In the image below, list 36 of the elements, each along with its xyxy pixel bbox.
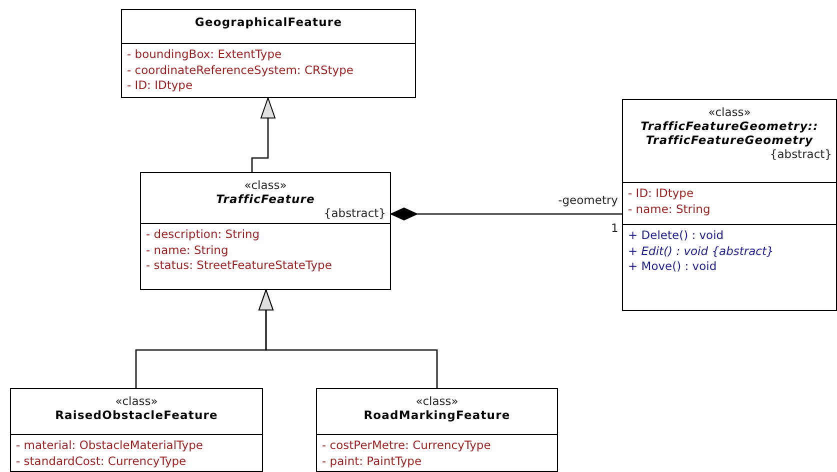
stereotype-label: «class» [414, 394, 460, 408]
composition-line [390, 208, 622, 220]
attribute-text: - standardCost: CurrencyType [16, 454, 188, 469]
attribute-text: - name: String [146, 242, 230, 258]
operation-text: + Delete() : void [628, 228, 725, 244]
generalization-arrow [251, 98, 276, 172]
constraint-label: {abstract} [322, 206, 386, 220]
stereotype-label: «class» [114, 394, 159, 408]
multiplicity-label: 1 [611, 221, 618, 235]
class-name: RaisedObstacleFeature [54, 408, 219, 422]
attribute-text: - costPerMetre: CurrencyType [322, 438, 492, 454]
attribute-text: - paint: PaintType [322, 454, 423, 469]
class-name: GeographicalFeature [194, 15, 344, 29]
role-label: -geometry [558, 193, 618, 207]
class-name: TrafficFeature [215, 192, 316, 206]
operation-text: + Edit() : void {abstract} [628, 244, 775, 259]
attribute-text: - ID: IDtype [127, 78, 194, 94]
attribute-text: - name: String [628, 202, 712, 217]
stereotype-label: «class» [243, 178, 288, 192]
attribute-text: - ID: IDtype [628, 186, 695, 202]
operation-text: + Move() : void [628, 259, 718, 274]
class-box [140, 172, 391, 290]
attribute-text: - description: String [146, 227, 261, 242]
class-box [316, 388, 558, 472]
attribute-text: - coordinateReferenceSystem: CRStype [127, 62, 354, 78]
class-name: TrafficFeatureGeometry:: TrafficFeatureGeometry [640, 119, 820, 147]
stereotype-label: «class» [707, 105, 752, 119]
class-box [622, 99, 837, 311]
attribute-text: - boundingBox: ExtentType [127, 47, 283, 62]
generalization-arrow [258, 290, 438, 388]
constraint-label: {abstract} [768, 147, 832, 161]
class-name: RoadMarkingFeature [362, 408, 512, 422]
class-box [10, 388, 263, 472]
attribute-text: - status: StreetFeatureStateType [146, 258, 333, 274]
attribute-text: - material: ObstacleMaterialType [16, 438, 204, 454]
class-box [121, 9, 416, 98]
